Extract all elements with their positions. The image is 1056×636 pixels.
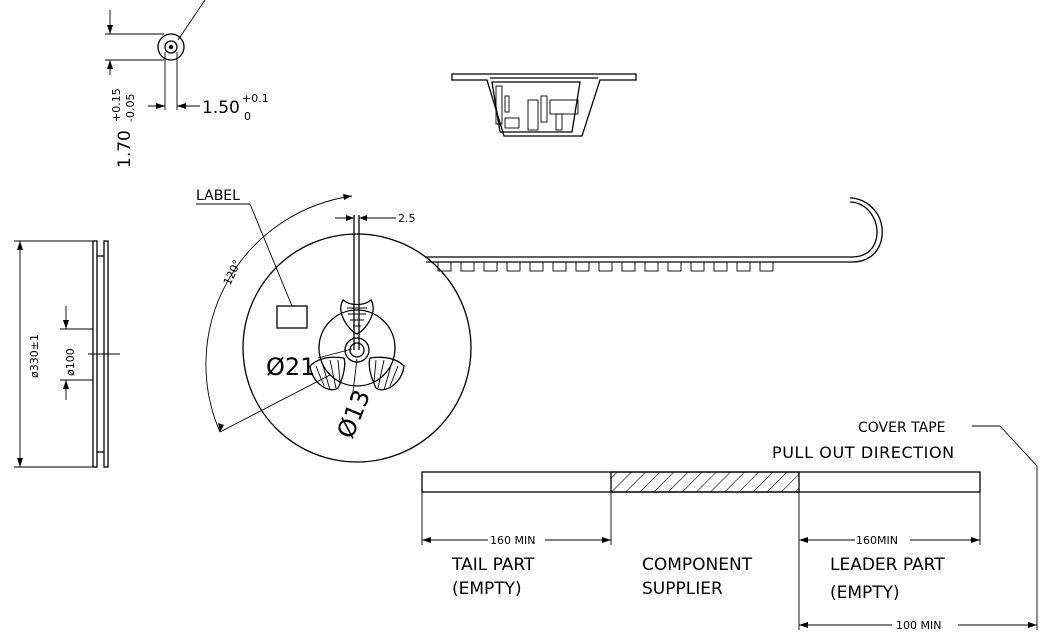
hole-diameter-tol-lower: 0 <box>244 110 251 123</box>
leader-part-line2: (EMPTY) <box>830 583 900 603</box>
tape-pocket <box>621 261 636 272</box>
tail-length-label: 160 MIN <box>490 534 535 547</box>
tape-pocket <box>506 261 521 272</box>
sprocket-hole-detail <box>105 0 206 110</box>
hole-height-tol-upper: +0.15 <box>110 88 123 122</box>
slot-width-label: 2.5 <box>398 212 416 225</box>
angle-label: 120° <box>221 258 244 288</box>
center-hole-outer-label: Ø21 <box>266 353 315 381</box>
tape-pocket <box>437 261 452 272</box>
reel-side-view <box>14 240 120 468</box>
leader-length-label: 160MIN <box>856 534 898 547</box>
tape-pocket <box>460 261 475 272</box>
tape-pocket <box>713 261 728 272</box>
pull-out-direction-label: PULL OUT DIRECTION <box>772 443 955 462</box>
hole-diameter-value: 1.50 <box>202 98 240 118</box>
label-callout: LABEL <box>196 188 240 204</box>
tape-pocket <box>736 261 751 272</box>
tape-pocket <box>644 261 659 272</box>
leader-part-line1: LEADER PART <box>830 555 945 575</box>
tape-pocket <box>690 261 705 272</box>
tape-pocket <box>598 261 613 272</box>
tape-pocket <box>667 261 682 272</box>
tape-pocket <box>483 261 498 272</box>
reel-front-view <box>196 194 472 463</box>
hole-height-tol-lower: -0.05 <box>124 94 137 122</box>
hub-diameter-label: ø100 <box>64 348 77 376</box>
center-hole-inner-label: Ø13 <box>332 386 376 442</box>
leader-extra-label: 100 MIN <box>896 619 941 632</box>
component-line1: COMPONENT <box>642 555 753 575</box>
tail-part-line1: TAIL PART <box>451 555 535 575</box>
tape-cross-section <box>451 73 637 137</box>
tape-strip <box>426 197 883 272</box>
reel-diameter-label: ø330±1 <box>28 334 41 378</box>
tape-pocket <box>529 261 544 272</box>
tail-part-line2: (EMPTY) <box>452 579 522 599</box>
hole-height-value: 1.70 <box>115 130 135 168</box>
tape-layout <box>421 425 1038 630</box>
tape-pocket <box>552 261 567 272</box>
cover-tape-label: COVER TAPE <box>858 420 945 436</box>
component-line2: SUPPLIER <box>642 579 723 599</box>
tape-pocket <box>575 261 590 272</box>
tape-pocket <box>759 261 774 272</box>
hole-diameter-tol-upper: +0.1 <box>242 92 269 105</box>
